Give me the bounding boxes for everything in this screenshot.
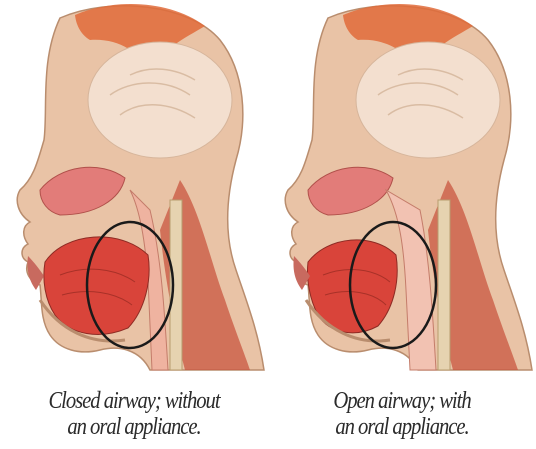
brain-region — [356, 42, 500, 158]
caption-line-2: an oral appliance. — [287, 414, 517, 440]
caption: Closed airway; without an oral appliance… — [19, 388, 249, 440]
brain-region — [88, 42, 232, 158]
tongue — [44, 237, 149, 335]
head-cross-section-illustration — [0, 0, 268, 380]
caption-line-1: Closed airway; without — [19, 388, 249, 414]
closed-airway-figure: Closed airway; without an oral appliance… — [0, 0, 268, 449]
open-airway-figure: Open airway; with an oral appliance. — [268, 0, 536, 449]
caption-line-1: Open airway; with — [287, 388, 517, 414]
spine — [438, 200, 450, 370]
head-cross-section-illustration — [268, 0, 536, 380]
caption: Open airway; with an oral appliance. — [287, 388, 517, 440]
caption-line-2: an oral appliance. — [19, 414, 249, 440]
